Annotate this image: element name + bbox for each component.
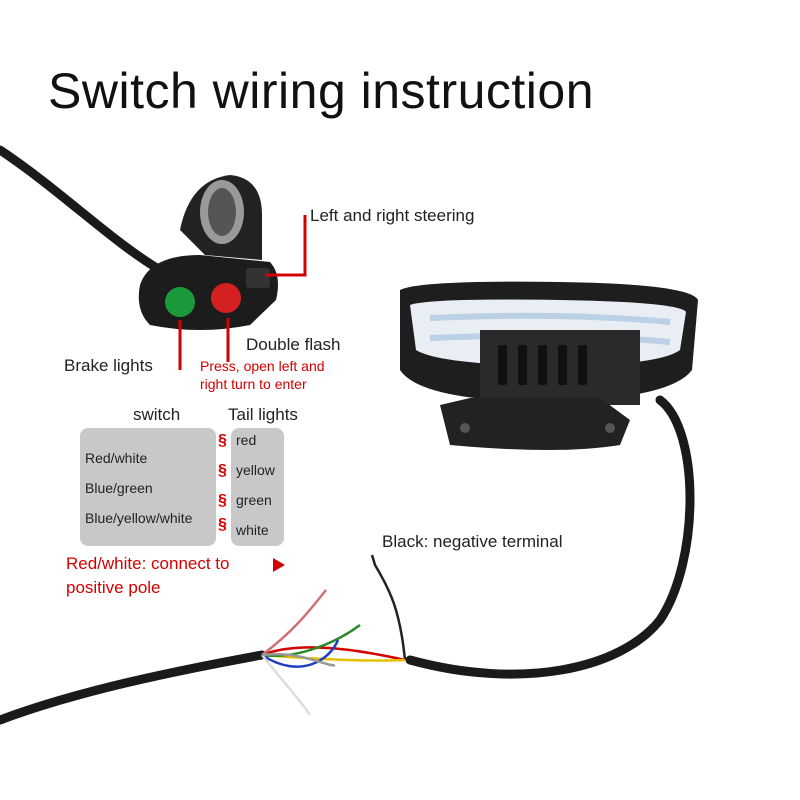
switch-cable xyxy=(0,145,165,275)
handlebar-switch xyxy=(138,175,278,330)
switch-lower-cable xyxy=(0,650,267,725)
double-flash-label: Double flash xyxy=(246,335,341,354)
connector-icon-2: § xyxy=(218,462,227,479)
press-note-line1: Press, open left and xyxy=(200,358,325,374)
tail-wire-green: green xyxy=(236,492,272,508)
tail-light xyxy=(400,281,698,450)
steering-pointer xyxy=(265,215,307,277)
connector-icon-1: § xyxy=(218,432,227,449)
colored-wires xyxy=(261,589,406,716)
switch-header: switch xyxy=(133,405,181,424)
flash-button xyxy=(211,283,241,313)
redwhite-note-line2: positive pole xyxy=(66,578,161,597)
switch-wire-blueyellowwhite: Blue/yellow/white xyxy=(85,510,193,526)
connector-icon-3: § xyxy=(218,492,227,509)
page-title: Switch wiring instruction xyxy=(48,63,595,119)
connector-icon-4: § xyxy=(218,516,227,533)
arrow-marker xyxy=(273,558,285,572)
brake-lights-label: Brake lights xyxy=(64,356,153,375)
brake-button xyxy=(165,287,195,317)
tail-wire-yellow: yellow xyxy=(236,462,275,478)
press-note-line2: right turn to enter xyxy=(200,376,307,392)
switch-wire-panel: Red/white Blue/green Blue/yellow/white xyxy=(80,428,216,546)
switch-wire-bluegreen: Blue/green xyxy=(85,480,153,496)
steering-label: Left and right steering xyxy=(310,206,475,225)
black-wire xyxy=(370,554,407,661)
switch-wire-redwhite: Red/white xyxy=(85,450,148,466)
tail-wire-panel: red yellow green white xyxy=(231,428,284,546)
tail-lights-header: Tail lights xyxy=(228,405,298,424)
tail-wire-white: white xyxy=(236,522,269,538)
black-negative-label: Black: negative terminal xyxy=(382,532,563,551)
redwhite-note-line1: Red/white: connect to xyxy=(66,554,230,573)
tail-cable xyxy=(405,395,695,679)
tail-wire-red: red xyxy=(236,432,257,448)
